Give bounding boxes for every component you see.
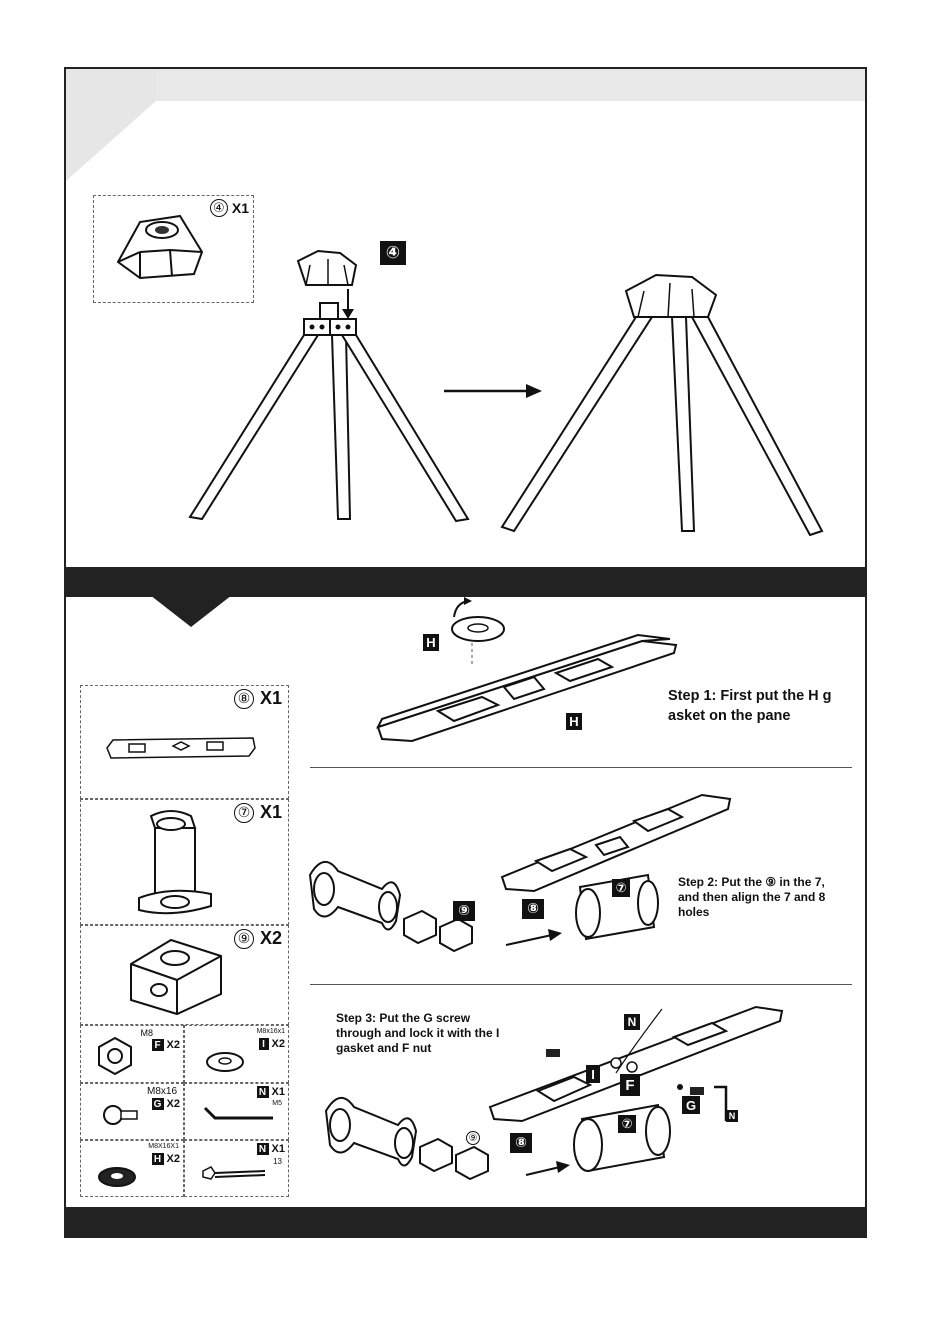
- washer-icon: [205, 1048, 255, 1078]
- step2-line1: Step 2: Put the ⑨ in the 7,: [678, 875, 825, 890]
- label-g: G: [682, 1096, 700, 1114]
- label-f: F: [620, 1074, 640, 1096]
- step1-instructions: Step 1: First put the H g asket on the p…: [668, 686, 832, 726]
- quantity-label: X2: [167, 1039, 180, 1051]
- separator-line: [310, 984, 852, 985]
- label-n: N: [624, 1014, 640, 1030]
- hardware-n-box-hex: N X1 M5: [184, 1083, 289, 1140]
- size-label: M8x16: [147, 1086, 177, 1097]
- label-9: ⑨: [466, 1131, 480, 1145]
- label-9: ⑨: [453, 901, 475, 921]
- part-box-panel: ⑧ X1: [80, 685, 289, 799]
- hardware-n-box-wrench: N X1 13: [184, 1140, 289, 1197]
- nut-icon: [95, 1036, 135, 1076]
- step3-bracket-illustration: [320, 1087, 420, 1177]
- step2-line2: and then align the 7 and 8: [678, 890, 825, 905]
- size-label: M8X16X1: [148, 1143, 179, 1150]
- part-box-block: ⑨ X2: [80, 925, 289, 1025]
- hardware-h-box: M8X16X1 H X2: [80, 1140, 184, 1197]
- label-7: ⑦: [612, 879, 630, 897]
- letter-badge: H: [152, 1153, 164, 1165]
- bracket-icon: [131, 806, 221, 921]
- part-box-bracket: ⑦ X1: [80, 799, 289, 925]
- letter-badge: N: [257, 1086, 269, 1098]
- screw-icon: [103, 1102, 143, 1132]
- separator-line: [310, 767, 852, 768]
- corner-fold: [66, 69, 156, 159]
- step2-bracket-illustration: [304, 851, 404, 941]
- label-h: H: [423, 634, 439, 651]
- size-label: M8: [140, 1028, 153, 1038]
- hex-key-icon: [201, 1104, 281, 1134]
- size-label: M8x16x1: [257, 1028, 285, 1035]
- step3-line2: through and lock it with the I: [336, 1026, 499, 1041]
- quantity-label: X1: [260, 802, 282, 823]
- part-number-badge: ⑦: [234, 803, 254, 823]
- quantity-label: X2: [167, 1153, 180, 1165]
- part-number-badge: ④: [210, 199, 228, 217]
- letter-badge: F: [152, 1039, 164, 1051]
- step2-line3: holes: [678, 905, 825, 920]
- quantity-label: X1: [232, 200, 249, 216]
- part-number-badge: ⑨: [234, 929, 254, 949]
- step3-line3: gasket and F nut: [336, 1041, 499, 1056]
- step3-instructions: Step 3: Put the G screw through and lock…: [336, 1011, 499, 1056]
- label-h: H: [566, 713, 582, 730]
- tripod-unassembled-illustration: [178, 249, 478, 529]
- hardware-g-box: M8x16 G X2: [80, 1083, 184, 1140]
- quantity-label: X2: [272, 1038, 285, 1050]
- letter-badge: G: [152, 1098, 164, 1110]
- gasket-icon: [97, 1163, 147, 1193]
- quantity-label: X1: [272, 1086, 285, 1098]
- hardware-i-box: M8x16x1 I X2: [184, 1025, 289, 1083]
- quantity-label: X1: [260, 688, 282, 709]
- wrench-icon: [199, 1163, 279, 1193]
- footer-band: [66, 1207, 866, 1238]
- step2-assembly-illustration: [498, 791, 738, 951]
- step1-line2: asket on the pane: [668, 706, 832, 726]
- top-band: [66, 69, 866, 101]
- quantity-label: X2: [167, 1098, 180, 1110]
- step1-line1: Step 1: First put the H g: [668, 686, 832, 706]
- letter-badge: N: [257, 1143, 269, 1155]
- quantity-label: X1: [272, 1143, 285, 1155]
- hardware-f-box: M8 F X2: [80, 1025, 184, 1083]
- quantity-label: X2: [260, 928, 282, 949]
- label-7: ⑦: [618, 1115, 636, 1133]
- step2-instructions: Step 2: Put the ⑨ in the 7, and then ali…: [678, 875, 825, 920]
- chevron-down-icon: [150, 567, 232, 629]
- letter-badge: I: [259, 1038, 269, 1050]
- instruction-page: ④ X1 ④: [64, 67, 867, 1238]
- panel-icon: [107, 734, 257, 764]
- tripod-assembled-illustration: [496, 269, 826, 539]
- label-n: N: [726, 1110, 738, 1122]
- step1-panel-illustration: [372, 601, 682, 751]
- part-number-badge: ⑧: [234, 689, 254, 709]
- step3-line1: Step 3: Put the G screw: [336, 1011, 499, 1026]
- step2-blocks-illustration: [400, 907, 490, 957]
- label-i: I: [586, 1065, 600, 1083]
- block-icon: [125, 934, 225, 1014]
